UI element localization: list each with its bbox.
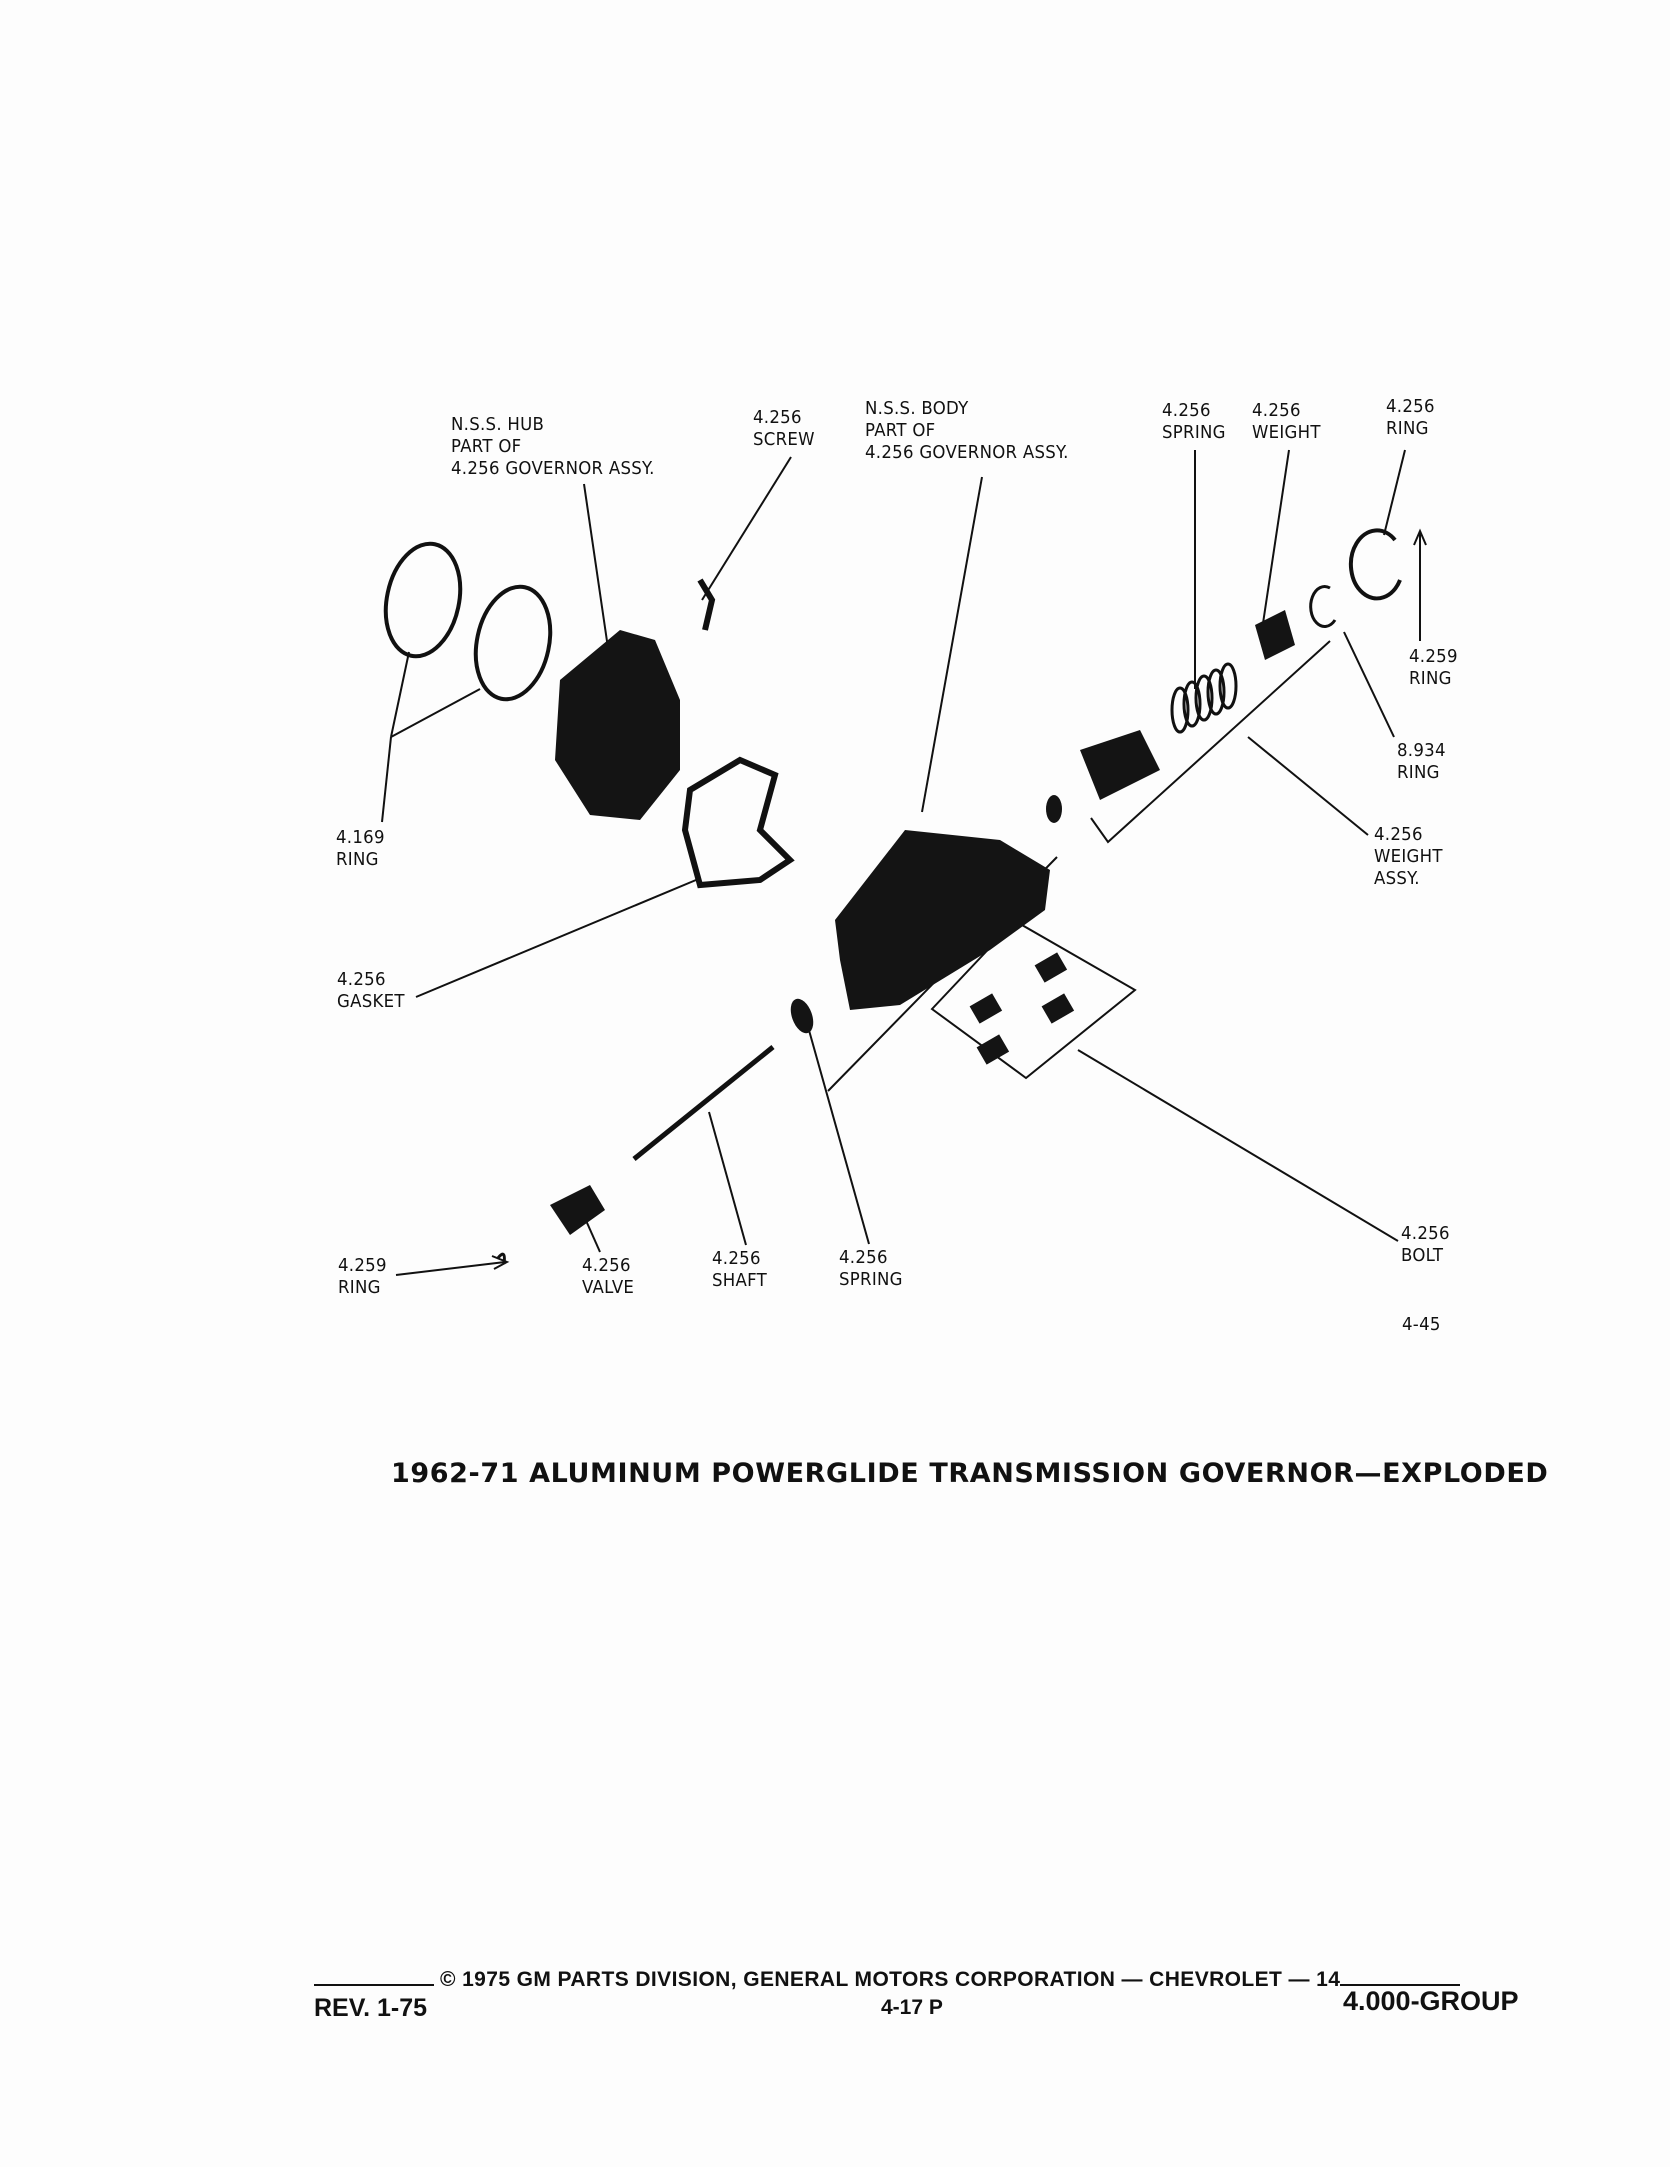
label-name: RING — [1409, 668, 1452, 689]
valve-part — [550, 1185, 605, 1235]
label-screw: 4.256 SCREW — [753, 407, 815, 451]
label-ring-top: 4.256 RING — [1386, 396, 1435, 440]
label-ring-8934: 8.934 RING — [1397, 740, 1446, 784]
label-spring-top: 4.256 SPRING — [1162, 400, 1226, 444]
label-num: 8.934 — [1397, 740, 1446, 761]
label-text: N.S.S. HUB — [451, 414, 545, 435]
label-text: N.S.S. BODY — [865, 398, 969, 419]
label-ring-4259-bottom: 4.259 RING — [338, 1255, 387, 1299]
label-name: GASKET — [337, 991, 405, 1012]
label-num: 4.256 — [582, 1255, 631, 1276]
footer-copyright: © 1975 GM PARTS DIVISION, GENERAL MOTORS… — [314, 1968, 1461, 1992]
page-title: 1962-71 ALUMINUM POWERGLIDE TRANSMISSION… — [391, 1458, 1549, 1489]
label-name: RING — [338, 1277, 381, 1298]
label-num: 4.256 — [712, 1248, 761, 1269]
label-num: 4.256 — [1252, 400, 1301, 421]
label-name: RING — [1397, 762, 1440, 783]
label-text: PART OF — [865, 420, 936, 441]
label-text: PART OF — [451, 436, 522, 457]
spring-part — [1170, 662, 1238, 734]
label-bolt: 4.256 BOLT — [1401, 1223, 1450, 1267]
label-name: SPRING — [1162, 422, 1226, 443]
footer-rule — [1340, 1984, 1461, 1986]
label-name: RING — [336, 849, 379, 870]
body-part — [835, 830, 1050, 1010]
screw-part — [697, 578, 716, 631]
label-name: SCREW — [753, 429, 815, 450]
label-num: 4.259 — [1409, 646, 1458, 667]
label-num: 4.256 — [1386, 396, 1435, 417]
label-ring-4259-top: 4.259 RING — [1409, 646, 1458, 690]
label-name: WEIGHT — [1374, 846, 1443, 867]
label-name: SHAFT — [712, 1270, 768, 1291]
label-name: WEIGHT — [1252, 422, 1321, 443]
parts — [383, 528, 1402, 1265]
group-label: 4.000-GROUP — [1343, 1986, 1519, 2016]
label-name: VALVE — [582, 1277, 635, 1298]
label-num: 4.169 — [336, 827, 385, 848]
shaft-part — [632, 1045, 775, 1161]
label-shaft: 4.256 SHAFT — [712, 1248, 767, 1292]
footer-rule — [314, 1984, 434, 1986]
label-num: 4.256 — [337, 969, 386, 990]
weight-part — [1255, 610, 1295, 660]
page-number: 4-17 P — [881, 1996, 943, 2019]
label-num: 4.256 — [1162, 400, 1211, 421]
label-name: BOLT — [1401, 1245, 1444, 1266]
label-num: 4.259 — [338, 1255, 387, 1276]
label-weight: 4.256 WEIGHT — [1252, 400, 1321, 444]
label-name: RING — [1386, 418, 1429, 439]
label-num: 4.256 — [1374, 824, 1423, 845]
label-text: 4.256 GOVERNOR ASSY. — [865, 442, 1069, 463]
label-body: N.S.S. BODY PART OF 4.256 GOVERNOR ASSY. — [865, 398, 1069, 464]
label-text: 4.256 GOVERNOR ASSY. — [451, 458, 655, 479]
label-num: 4.256 — [753, 407, 802, 428]
cylinder-part — [1080, 730, 1160, 800]
hub-part — [555, 630, 680, 820]
revision: REV. 1-75 — [314, 1994, 428, 2022]
label-spring-bottom: 4.256 SPRING — [839, 1247, 903, 1291]
figure-number: 4-45 — [1402, 1314, 1441, 1335]
label-num: 4.256 — [839, 1247, 888, 1268]
bolt-parts — [969, 952, 1075, 1065]
label-name: ASSY. — [1374, 868, 1420, 889]
label-ring-4169: 4.169 RING — [336, 827, 385, 871]
label-name: SPRING — [839, 1269, 903, 1290]
label-hub: N.S.S. HUB PART OF 4.256 GOVERNOR ASSY. — [451, 414, 655, 480]
label-num: 4.256 — [1401, 1223, 1450, 1244]
copyright-text: © 1975 GM PARTS DIVISION, GENERAL MOTORS… — [440, 1968, 1341, 1991]
label-weight-assy: 4.256 WEIGHT ASSY. — [1374, 824, 1443, 890]
gasket-part — [681, 756, 795, 889]
label-gasket: 4.256 GASKET — [337, 969, 405, 1013]
label-valve: 4.256 VALVE — [582, 1255, 634, 1299]
